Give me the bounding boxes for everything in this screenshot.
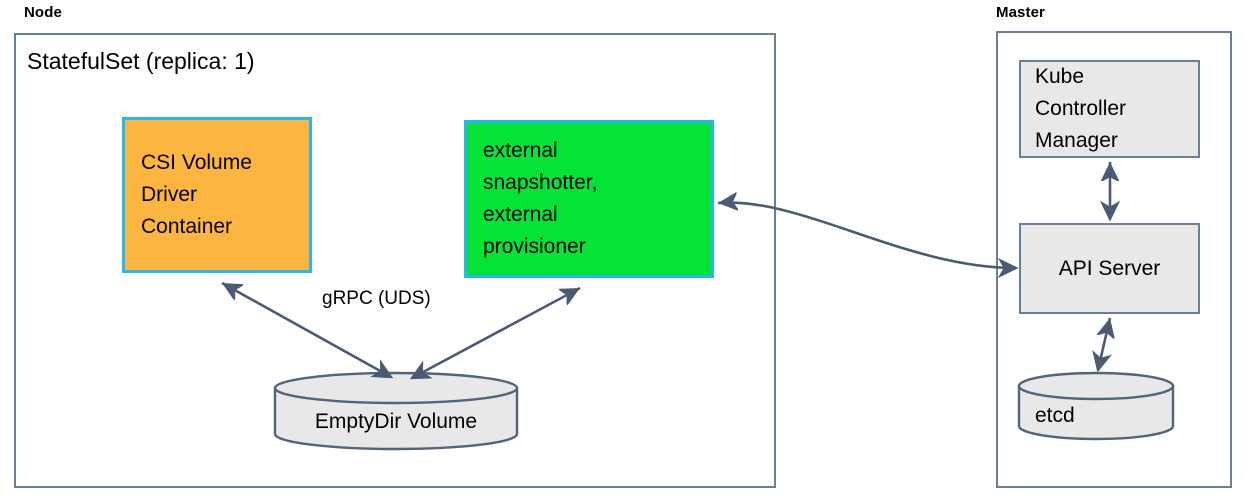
csi-driver-line-1: CSI Volume (141, 151, 252, 174)
csi-volume-driver-container-box[interactable]: CSI Volume Driver Container (122, 117, 312, 273)
emptydir-volume-cylinder[interactable]: EmptyDir Volume (273, 371, 519, 451)
api-server-label: API Server (1058, 256, 1161, 280)
controller-manager-line-1: Kube (1035, 65, 1085, 88)
api-server-box[interactable]: API Server (1019, 223, 1200, 314)
sidecars-line-4: provisioner (483, 235, 586, 258)
external-sidecars-text: external snapshotter, external provision… (483, 135, 597, 263)
csi-volume-driver-container-text: CSI Volume Driver Container (141, 147, 252, 243)
sidecars-line-1: external (483, 139, 558, 162)
kube-controller-manager-text: Kube Controller Manager (1035, 61, 1126, 157)
kube-controller-manager-box[interactable]: Kube Controller Manager (1019, 60, 1200, 158)
sidecars-line-2: snapshotter, (483, 171, 598, 194)
external-sidecars-box[interactable]: external snapshotter, external provision… (464, 120, 714, 278)
etcd-cylinder[interactable]: etcd (1017, 371, 1175, 441)
controller-manager-line-2: Controller (1035, 97, 1127, 120)
emptydir-volume-shape (273, 371, 519, 451)
csi-driver-line-2: Driver (141, 183, 197, 206)
controller-manager-line-3: Manager (1035, 129, 1118, 152)
csi-driver-line-3: Container (141, 215, 233, 238)
group-label-master: Master (996, 4, 1045, 21)
grpc-uds-label: gRPC (UDS) (322, 288, 431, 309)
etcd-shape (1017, 371, 1175, 441)
statefulset-title: StatefulSet (replica: 1) (27, 48, 255, 74)
sidecars-line-3: external (483, 203, 558, 226)
group-label-node: Node (24, 4, 62, 21)
